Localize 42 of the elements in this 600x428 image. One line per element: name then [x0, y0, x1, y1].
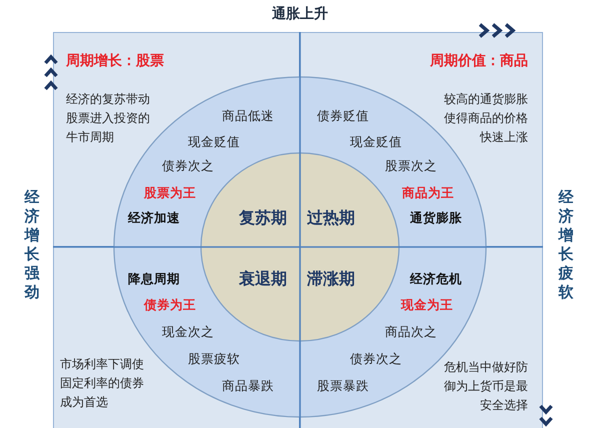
phase-label: 过热期: [306, 208, 356, 227]
segment-label: 股票次之: [384, 157, 438, 175]
phase-label: 衰退期: [238, 269, 288, 288]
phase-segment: [300, 153, 399, 247]
segment-label: 经济危机: [408, 270, 463, 288]
quadrant-description: 危机当中做好防御为上货币是最安全选择: [443, 359, 528, 414]
quadrant-description: 经济的复苏带动股票进入投资的牛市周期: [66, 91, 151, 146]
axis-label: 经济增长强劲: [24, 188, 40, 302]
segment-label: 商品暴跌: [221, 377, 275, 395]
segment-label: 现金贬值: [187, 133, 241, 151]
quadrant-heading: 周期增长：股票: [66, 52, 165, 71]
quadrant-panel: [53, 247, 300, 428]
segment-label: 股票为王: [142, 184, 197, 202]
quadrant-panel: [300, 247, 543, 428]
phase-label: 复苏期: [238, 208, 288, 227]
ring-segment: [114, 77, 300, 247]
segment-label: 降息周期: [127, 270, 181, 288]
segment-label: 商品为王: [401, 184, 455, 202]
segment-label: 现金贬值: [349, 133, 403, 151]
segment-label: 债券次之: [161, 157, 215, 175]
axis-label: 经济增长疲软: [558, 188, 574, 302]
quadrant-panel: [300, 32, 543, 247]
quadrant-panel: [53, 32, 300, 247]
segment-label: 经济加速: [126, 209, 181, 227]
phase-segment: [201, 247, 300, 341]
quadrant-description: 市场利率下调使固定利率的债券成为首选: [60, 356, 145, 411]
segment-label: 股票暴跌: [316, 377, 370, 395]
axis-label: 通胀上升: [271, 5, 329, 24]
quadrant-description: 较高的通货膨胀使得商品的价格快速上涨: [443, 91, 528, 146]
segment-label: 股票疲软: [187, 350, 241, 368]
segment-label: 商品低迷: [221, 107, 275, 125]
phase-segment: [300, 247, 399, 341]
quadrant-heading: 周期价值：商品: [429, 52, 528, 71]
segment-label: 现金次之: [161, 323, 215, 341]
segment-label: 商品次之: [384, 323, 438, 341]
phase-label: 滞涨期: [306, 269, 356, 288]
segment-label: 通货膨胀: [409, 209, 463, 227]
segment-label: 债券次之: [349, 350, 403, 368]
phase-segment: [201, 153, 300, 247]
segment-label: 债券为王: [142, 296, 197, 314]
segment-label: 现金为王: [400, 296, 454, 314]
segment-label: 债券贬值: [316, 107, 370, 125]
